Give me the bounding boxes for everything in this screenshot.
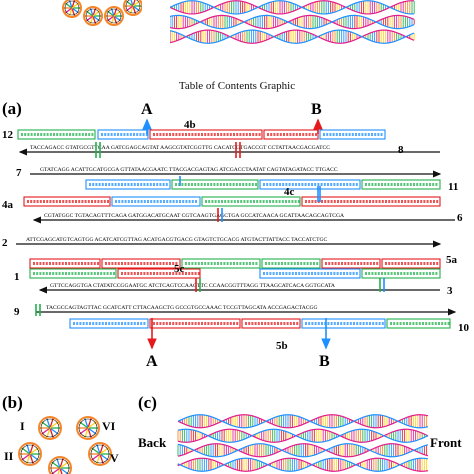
strand-label-3: 3 — [447, 285, 453, 297]
strand-segment — [29, 268, 117, 279]
strand-segment — [381, 258, 441, 269]
strand-label-4a: 4a — [2, 199, 14, 211]
svg-text:A: A — [141, 101, 153, 118]
helix-wheel — [62, 0, 82, 18]
scaffold-strand: CGTATGGC TGTACAGTTTCAGA GATGGACATGCAAT C… — [32, 213, 455, 224]
panel-c-helix-bundle: (c) Back Front — [138, 393, 462, 472]
top-helix-crosssection-thumbnail — [62, 0, 142, 26]
helix-label-6: VI — [102, 419, 116, 433]
helix-wheel — [38, 416, 62, 440]
strand-segment — [241, 318, 301, 329]
svg-text:GTTCCAGGTGA CTATATCCGGAATGC AT: GTTCCAGGTGA CTATATCCGGAATGC ATCTCAGTCCAA… — [50, 283, 335, 289]
strand-segment — [181, 258, 261, 269]
strand-segment — [386, 318, 451, 329]
svg-text:GTATCAGG ACATTGCATGCGA GTTATAA: GTATCAGG ACATTGCATGCGA GTTATAACGAATC TTA… — [40, 167, 338, 173]
scaffold-strand: TACGCCAGTAGTTAC GCATCATT CTTACAAGCTG GCC… — [36, 305, 457, 316]
strand-segment — [261, 258, 321, 269]
strand-segment — [117, 268, 201, 279]
strand-segment — [301, 318, 386, 329]
strand-label-1: 1 — [14, 271, 20, 283]
strand-segment — [361, 179, 441, 190]
panel-a-label: (a) — [2, 99, 22, 118]
svg-text:A: A — [146, 353, 158, 370]
strand-segment — [259, 179, 361, 190]
strand-label-10: 10 — [458, 322, 470, 334]
crossover-a-bottom: A — [146, 330, 158, 370]
helix-wheel — [48, 456, 72, 474]
strand-label-2: 2 — [2, 237, 8, 249]
strand-segment — [259, 268, 361, 279]
crossover-a-top: A — [141, 101, 153, 134]
crossover-b-bottom: B — [319, 330, 331, 370]
front-label: Front — [430, 435, 462, 450]
strand-segment — [85, 179, 171, 190]
panel-b-helix-crosssection: (b) I II V VI — [2, 393, 119, 474]
strand-segment — [29, 258, 101, 269]
svg-text:B: B — [319, 353, 330, 370]
helix-bundle — [170, 0, 415, 44]
strand-segment — [201, 196, 301, 207]
panel-c-label: (c) — [138, 393, 157, 412]
top-helix-bundle-thumbnail — [170, 0, 415, 44]
back-label: Back — [138, 435, 167, 450]
svg-text:CGTATGGC TGTACAGTTTCAGA GATGGA: CGTATGGC TGTACAGTTTCAGA GATGGACATGCAAT C… — [44, 213, 344, 219]
strand-label-9: 9 — [14, 306, 20, 318]
strand-segment — [263, 129, 319, 140]
strand-label-4b: 4b — [184, 119, 196, 131]
strand-label-8: 8 — [398, 144, 404, 156]
helix-wheel — [123, 0, 142, 16]
helix-wheel — [18, 442, 42, 466]
crossover-b-top: B — [311, 101, 323, 134]
scaffold-strand: GTTCCAGGTGA CTATATCCGGAATGC ATCTCAGTCCAA… — [38, 283, 440, 294]
strand-label-4c: 4c — [284, 186, 295, 198]
strand-map-diagram: (a) A B TACCAGACC GTATGCGTTCAA GATCGAGCA… — [2, 99, 470, 370]
helix-label-2: II — [4, 449, 14, 463]
strand-segment — [111, 196, 201, 207]
svg-text:TACCAGACC GTATGCGTTCAA GATCGAG: TACCAGACC GTATGCGTTCAA GATCGAGCAGTAT AAG… — [30, 145, 330, 151]
strand-label-11: 11 — [448, 181, 458, 193]
strand-segment — [149, 318, 241, 329]
helix-wheel — [104, 6, 124, 26]
strand-label-5b: 5b — [276, 340, 288, 352]
strand-label-7: 7 — [16, 167, 22, 179]
scaffold-strand: ATTCGAGCATGTCAGTGG ACATCATCGTTAG ACATGAC… — [16, 237, 442, 248]
helix-bundle — [177, 414, 429, 472]
strand-segment — [321, 258, 381, 269]
svg-text:B: B — [311, 101, 322, 118]
strand-segment — [301, 196, 441, 207]
svg-text:ATTCGAGCATGTCAGTGG ACATCATCGTT: ATTCGAGCATGTCAGTGG ACATCATCGTTAG ACATGAC… — [26, 237, 328, 243]
scaffold-strand: TACCAGACC GTATGCGTTCAA GATCGAGCAGTAT AAG… — [18, 145, 440, 156]
strand-segment — [97, 129, 149, 140]
strand-label-5c: 5c — [174, 263, 185, 275]
svg-text:TACGCCAGTAGTTAC GCATCATT CTTAC: TACGCCAGTAGTTAC GCATCATT CTTACAAGCTG GCC… — [46, 305, 318, 311]
helix-wheel — [76, 416, 100, 440]
helix-label-5: V — [110, 451, 119, 465]
scaffold-strand: GTATCAGG ACATTGCATGCGA GTTATAACGAATC TTA… — [30, 167, 442, 178]
strand-label-12: 12 — [2, 129, 14, 141]
strand-segment — [17, 129, 96, 140]
strand-segment — [171, 179, 259, 190]
panel-b-label: (b) — [2, 393, 23, 412]
strand-segment — [149, 129, 263, 140]
strand-segment — [23, 196, 111, 207]
toc-title: Table of Contents Graphic — [178, 80, 296, 92]
strand-segment — [69, 318, 149, 329]
helix-wheel — [83, 6, 103, 26]
strand-label-5a: 5a — [446, 254, 458, 266]
strand-label-6: 6 — [457, 212, 463, 224]
helix-wheel — [88, 442, 112, 466]
strand-segment — [101, 258, 181, 269]
strand-segment — [361, 268, 441, 279]
strand-segment — [319, 129, 386, 140]
helix-label-1: I — [20, 419, 25, 433]
